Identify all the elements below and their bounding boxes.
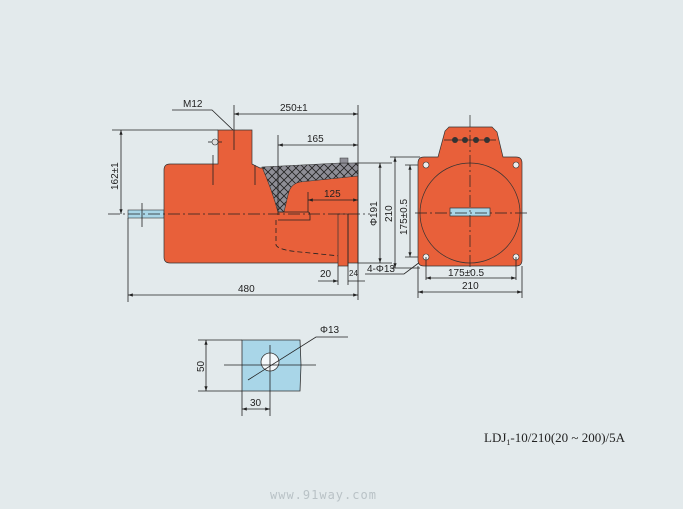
side-view: M12 250±1 165 125 162±1 Φ191 210 175±0.5… (108, 99, 430, 302)
model-designation: LDJ1-10/210(20 ~ 200)/5A (484, 430, 626, 447)
dim-480: 480 (238, 284, 255, 295)
thread-label: M12 (183, 99, 203, 110)
dim-20: 20 (320, 269, 332, 280)
holes-label: 4-Φ13 (367, 264, 395, 275)
dim-250: 250±1 (280, 103, 308, 114)
busbar-detail: 50 30 Φ13 (196, 325, 348, 416)
dim-210-height: 210 (384, 205, 395, 222)
transformer-body-side (163, 129, 359, 264)
dim-dia-13: Φ13 (320, 325, 340, 336)
dim-30: 30 (250, 398, 262, 409)
dim-175-height: 175±0.5 (399, 198, 410, 235)
dim-125: 125 (324, 189, 341, 200)
dim-50: 50 (196, 360, 207, 372)
dim-162: 162±1 (110, 162, 121, 190)
dim-dia-191: Φ191 (369, 201, 380, 226)
dim-165: 165 (307, 134, 324, 145)
dim-24: 24 (349, 269, 358, 278)
front-view: 175±0.5 210 (415, 115, 527, 298)
insulation-section (261, 162, 359, 213)
watermark: www.91way.com (270, 488, 377, 502)
dim-210-width: 210 (462, 281, 479, 292)
dim-175-width: 175±0.5 (448, 268, 485, 279)
